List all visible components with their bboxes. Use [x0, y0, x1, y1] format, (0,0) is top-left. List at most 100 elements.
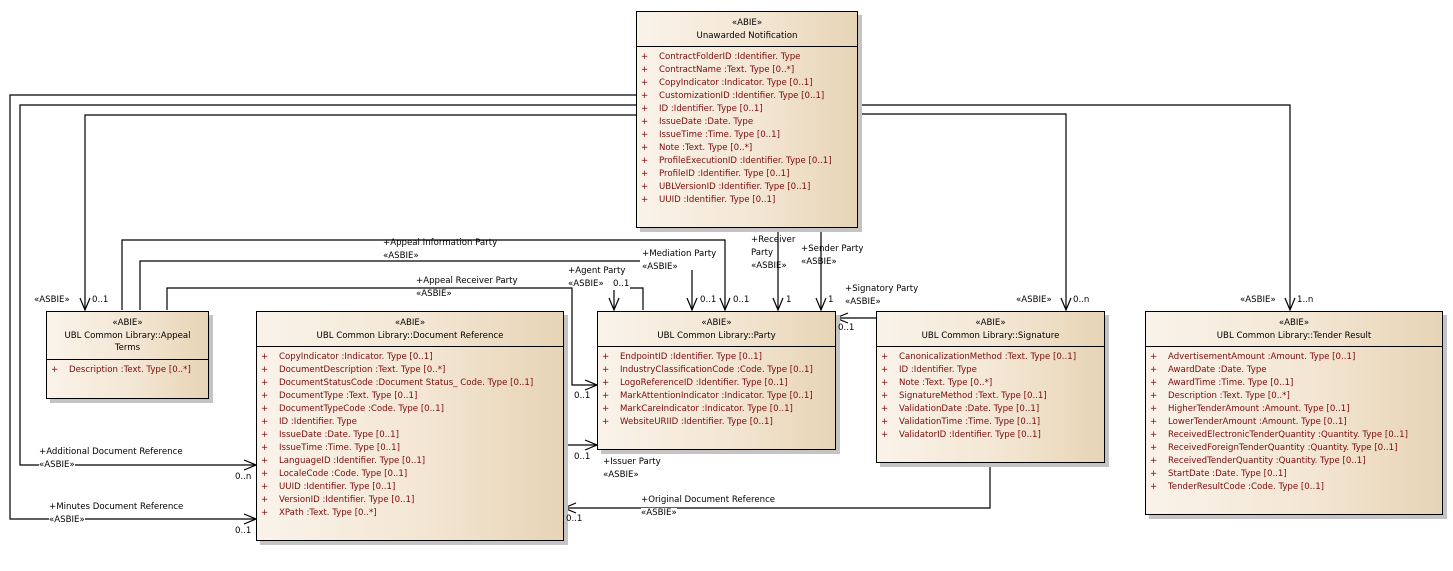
stereotype: «ABIE» [1278, 318, 1310, 328]
attribute-row: + WebsiteURIID :Identifier. Type [0..1] [602, 416, 835, 429]
public-visibility-icon: + [641, 156, 649, 166]
class-appeal-terms[interactable]: «ABIE» UBL Common Library::Appeal Terms … [46, 311, 209, 399]
class-unawarded-notification[interactable]: «ABIE» Unawarded Notification +ContractF… [636, 11, 858, 228]
connector-appeal-receiver-party[interactable] [166, 287, 530, 310]
label-asbie: «ASBIE» [34, 295, 70, 305]
stereotype: «ABIE» [112, 318, 143, 328]
connector-appeal-receiver-party-2[interactable] [530, 287, 597, 386]
attribute-text: MarkCareIndicator :Indicator. Type [0..1… [620, 404, 793, 414]
connector-original-document-reference[interactable] [564, 463, 991, 509]
attribute-row: +ValidatorID :Identifier. Type [0..1] [881, 429, 1104, 442]
public-visibility-icon: + [261, 365, 269, 375]
attribute-text: Note :Text. Type [0..*] [899, 378, 993, 388]
class-tender-result[interactable]: «ABIE» UBL Common Library::Tender Result… [1145, 311, 1443, 515]
class-name: UBL Common Library::Party [657, 330, 776, 341]
public-visibility-icon: + [602, 417, 610, 427]
label-asbie: «ASBIE» [641, 508, 677, 519]
attribute-text: EndpointID :Identifier. Type [0..1] [620, 352, 762, 362]
label-multiplicity: 0..1 [574, 452, 591, 462]
label-asbie: «ASBIE» [642, 262, 678, 272]
connector-signature[interactable] [858, 113, 1067, 310]
attribute-text: Note :Text. Type [0..*] [659, 143, 753, 153]
attribute-row: +ReceivedTenderQuantity :Quantity. Type … [1150, 455, 1442, 468]
attribute-row: +LogoReferenceID :Identifier. Type [0..1… [602, 377, 835, 390]
connector-additional-document-reference[interactable] [19, 104, 636, 466]
stereotype: «ABIE» [701, 318, 732, 328]
public-visibility-icon: + [602, 352, 610, 362]
attribute-row: +HigherTenderAmount :Amount. Type [0..1] [1150, 403, 1442, 416]
attribute-row: +Note :Text. Type [0..*] [881, 377, 1104, 390]
attribute-text: LowerTenderAmount :Amount. Type [0..1] [1168, 417, 1347, 427]
attribute-list: +AdvertisementAmount :Amount. Type [0..1… [1146, 347, 1442, 494]
public-visibility-icon: + [641, 182, 649, 192]
public-visibility-icon: + [261, 482, 269, 492]
class-name: UBL Common Library::Appeal Terms [64, 330, 191, 354]
public-visibility-icon: + [261, 430, 269, 440]
public-visibility-icon: + [641, 169, 649, 179]
connector-mediation-party[interactable] [139, 260, 640, 310]
attribute-row: +ContractFolderID :Identifier. Type [641, 51, 857, 64]
label-asbie: «ASBIE» [1240, 295, 1276, 305]
class-document-reference[interactable]: «ABIE» UBL Common Library::Document Refe… [256, 311, 564, 541]
label-asbie: «ASBIE» [49, 515, 85, 526]
public-visibility-icon: + [261, 352, 269, 362]
label-role-additional-document-reference: +Additional Document Reference [39, 447, 183, 457]
connector-minutes-document-reference[interactable] [9, 94, 636, 520]
attribute-text: ValidationDate :Date. Type [0..1] [899, 404, 1040, 414]
attribute-row: +DocumentStatusCode :Document Status_ Co… [261, 377, 563, 390]
attribute-text: Description :Text. Type [0..*] [69, 364, 191, 375]
attribute-text: UUID :Identifier. Type [0..1] [659, 195, 776, 205]
public-visibility-icon: + [641, 117, 649, 127]
arrowhead [79, 297, 91, 312]
attribute-row: +TenderResultCode :Code. Type [0..1] [1150, 481, 1442, 494]
public-visibility-icon: + [261, 417, 269, 427]
attribute-text: MarkAttentionIndicator :Indicator. Type … [620, 391, 813, 401]
attribute-row: +CustomizationID :Identifier. Type [0..1… [641, 90, 857, 103]
attribute-row: +DocumentTypeCode :Code. Type [0..1] [261, 403, 563, 416]
attribute-row: +LocaleCode :Code. Type [0..1] [261, 468, 563, 481]
attribute-text: LanguageID :Identifier. Type [0..1] [279, 456, 426, 466]
public-visibility-icon: + [1150, 469, 1158, 479]
public-visibility-icon: + [602, 391, 610, 401]
attribute-row: +ID :Identifier. Type [261, 416, 563, 429]
public-visibility-icon: + [261, 404, 269, 414]
attribute-text: TenderResultCode :Code. Type [0..1] [1168, 482, 1325, 492]
public-visibility-icon: + [602, 378, 610, 388]
attribute-row: +Note :Text. Type [0..*] [641, 142, 857, 155]
attribute-text: SignatureMethod :Text. Type [0..1] [899, 391, 1047, 401]
connector-tender-result[interactable] [858, 104, 1291, 310]
attribute-row: + LowerTenderAmount :Amount. Type [0..1] [1150, 416, 1442, 429]
public-visibility-icon: + [1150, 417, 1158, 427]
connector-appeal-information-party[interactable] [121, 239, 726, 310]
arrowhead [608, 297, 620, 312]
label-role-issuer-party: +Issuer Party [603, 457, 661, 467]
label-multiplicity: 1 [786, 295, 792, 305]
attribute-text: IssueTime :Time. Type [0..1] [279, 443, 400, 453]
public-visibility-icon: + [881, 391, 889, 401]
attribute-text: WebsiteURIID :Identifier. Type [0..1] [620, 417, 773, 427]
attribute-row: +DocumentType :Text. Type [0..1] [261, 390, 563, 403]
label-multiplicity: 0..1 [700, 295, 717, 305]
public-visibility-icon: + [881, 352, 889, 362]
connector-appeal-terms[interactable] [84, 114, 636, 310]
attribute-text: CopyIndicator :Indicator. Type [0..1] [279, 352, 433, 362]
attribute-row: +ProfileID :Identifier. Type [0..1] [641, 168, 857, 181]
label-multiplicity: 0..1 [574, 391, 591, 401]
class-party[interactable]: «ABIE» UBL Common Library::Party + Endpoi… [597, 311, 836, 450]
public-visibility-icon: + [261, 378, 269, 388]
attribute-row: +VersionID :Identifier. Type [0..1] [261, 494, 563, 507]
attribute-text: ID :Identifier. Type [0..1] [659, 104, 763, 114]
public-visibility-icon: + [641, 65, 649, 75]
connector-agent-party-loop[interactable] [630, 287, 644, 310]
arrowhead [815, 297, 827, 312]
attribute-row: + ContractName :Text. Type [0..*] [641, 64, 857, 77]
class-signature[interactable]: «ABIE» UBL Common Library::Signature +Ca… [876, 311, 1105, 463]
attribute-text: ContractName :Text. Type [0..*] [659, 65, 795, 75]
label-role-appeal-receiver-party: +Appeal Receiver Party [416, 276, 518, 286]
label-asbie: «ASBIE» [603, 470, 639, 480]
attribute-row: +MarkCareIndicator :Indicator. Type [0..… [602, 403, 835, 416]
label-multiplicity: 0..1 [613, 279, 630, 289]
label-asbie: «ASBIE» [1016, 295, 1052, 305]
label-role-agent-party: +Agent Party [568, 266, 626, 276]
label-role-signatory-party: +Signatory Party [845, 284, 919, 294]
